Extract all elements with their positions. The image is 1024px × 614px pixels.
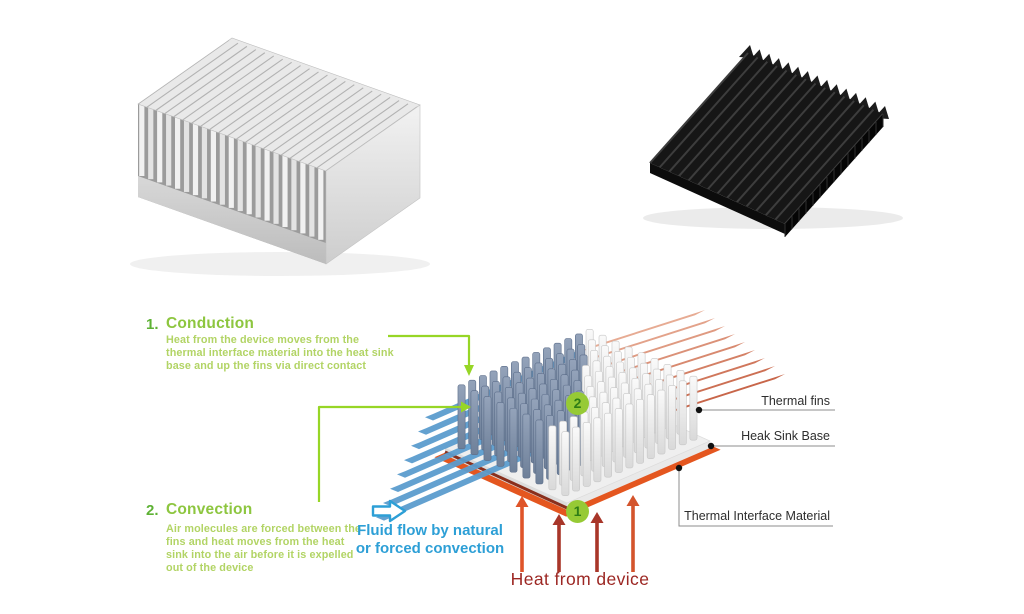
conduction-step-badge: 1: [566, 500, 589, 523]
right-arrow-icon: [371, 499, 407, 523]
convection-step-title: Convection: [166, 501, 253, 518]
heat-input-arrows: [515, 495, 640, 572]
conduction-callout-line: [388, 334, 471, 365]
leader-lines: [675, 406, 835, 527]
aluminum-heatsink-photo: [130, 37, 430, 276]
conduction-step-number: 1.: [146, 316, 159, 333]
conduction-step-description: Heat from the device moves from the ther…: [166, 334, 394, 372]
convection-callout-arrowhead: [461, 401, 471, 413]
thermal-interface-material-label: Thermal Interface Material: [684, 509, 830, 523]
convection-step-number: 2.: [146, 502, 159, 519]
heat-sink-base-label: Heak Sink Base: [741, 429, 830, 443]
thermal-fins-label: Thermal fins: [761, 394, 830, 408]
conduction-step-title: Conduction: [166, 315, 255, 332]
convection-callout-line: [317, 405, 461, 502]
fluid-flow-caption-line2: or forced convection: [355, 540, 505, 557]
callout-lines: [317, 334, 474, 502]
fluid-flow-caption-line1: Fluid flow by natural: [357, 522, 503, 539]
heatsink-3d-model: [376, 310, 785, 521]
convection-step-badge: 2: [566, 392, 589, 415]
convection-step-description: Air molecules are forced between the fin…: [166, 523, 362, 574]
black-heatsink-photo: [643, 45, 903, 237]
conduction-callout-arrowhead: [464, 365, 474, 376]
heat-from-device-caption: Heat from device: [510, 569, 650, 589]
